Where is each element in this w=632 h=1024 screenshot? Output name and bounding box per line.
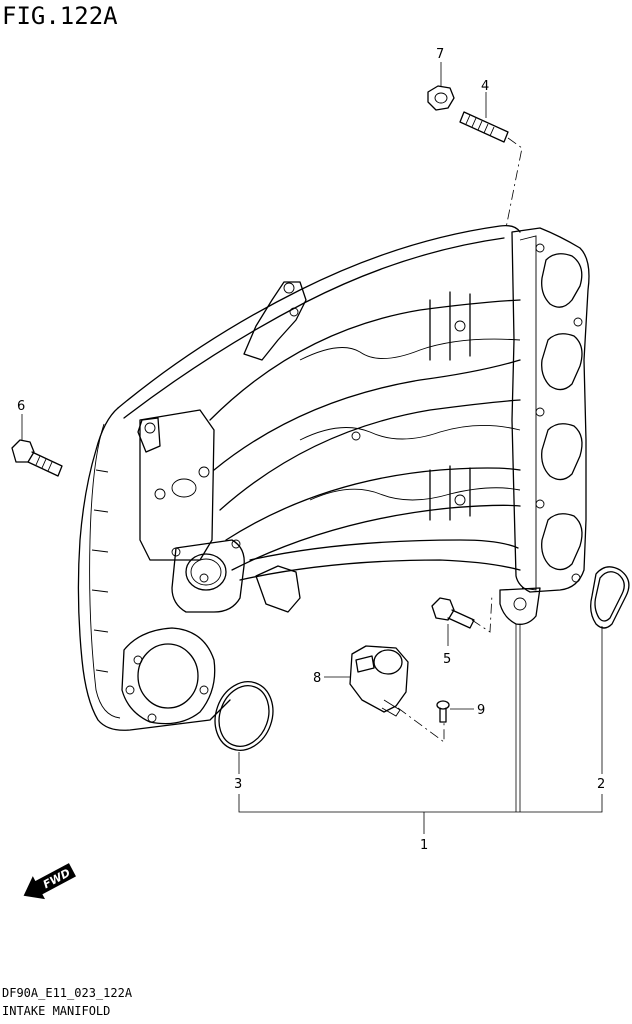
part-5-bolt[interactable] [431, 597, 475, 629]
callout-3: 3 [234, 777, 242, 792]
callout-1: 1 [420, 838, 428, 853]
drawing-code: DF90A_E11_023_122A [2, 986, 133, 1000]
part-3-o-ring[interactable] [206, 674, 283, 759]
part-6-bolt[interactable] [11, 439, 63, 477]
callout-7: 7 [436, 47, 444, 62]
callout-2: 2 [597, 777, 605, 792]
drawing-caption: INTAKE MANIFOLD [2, 1004, 111, 1018]
leader-lines [21, 62, 603, 834]
figure-title: FIG.122A [2, 2, 118, 30]
fwd-arrow-icon: FWD [23, 863, 76, 900]
part-2-gasket[interactable] [590, 566, 630, 629]
callouts: 7 4 6 5 8 9 3 2 1 [17, 47, 605, 853]
callout-9: 9 [477, 703, 485, 718]
callout-6: 6 [17, 399, 25, 414]
part-1-intake-manifold[interactable] [77, 224, 590, 731]
part-8-sensor[interactable] [349, 645, 409, 717]
part-9-screw[interactable] [436, 700, 450, 723]
callout-4: 4 [481, 79, 489, 94]
part-7-nut[interactable] [427, 85, 455, 111]
callout-8: 8 [313, 671, 321, 686]
part-4-stud[interactable] [459, 111, 509, 143]
callout-5: 5 [443, 652, 451, 667]
